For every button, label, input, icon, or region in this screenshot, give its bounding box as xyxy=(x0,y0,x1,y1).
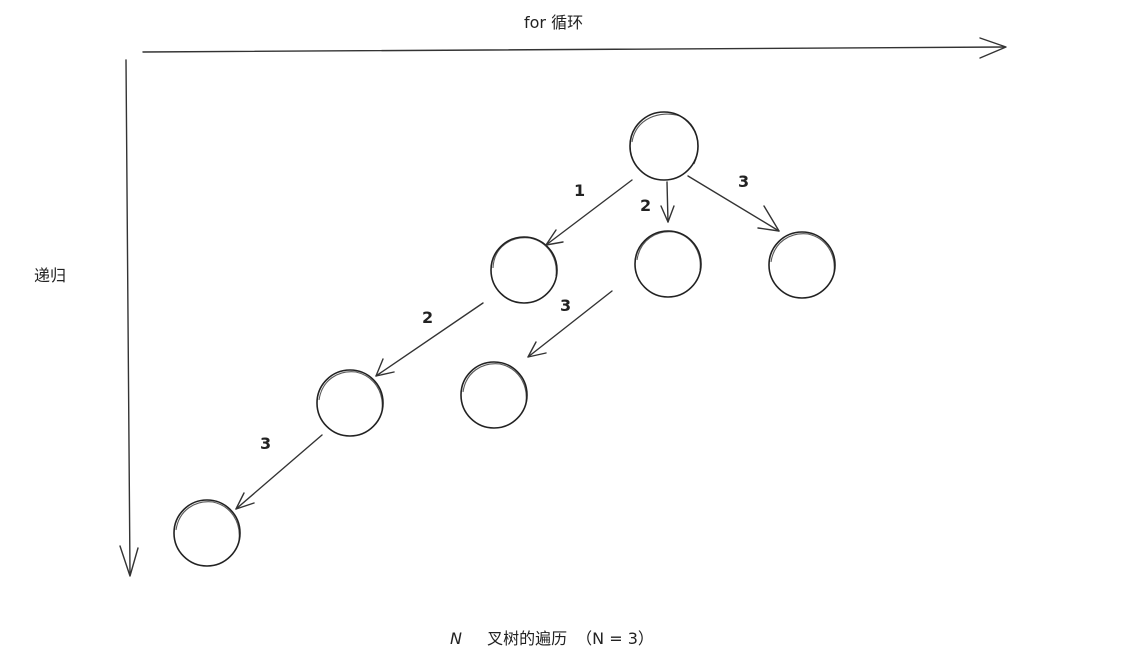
tree-node-child-2 xyxy=(634,230,702,298)
edge-root-to-child-3 xyxy=(687,175,780,232)
edge-root-to-child-1 xyxy=(545,179,633,246)
tree-node-great-grandchild-3 xyxy=(173,499,241,567)
edge-grandchild-2-to-great-grandchild-3 xyxy=(235,434,323,510)
edge-child-2-to-grandchild-3 xyxy=(527,290,613,358)
tree-node-root xyxy=(629,111,699,181)
tree-node-grandchild-2 xyxy=(316,369,384,437)
recursion-axis-label: 递归 xyxy=(34,266,66,285)
tree-node-child-3 xyxy=(768,231,836,299)
caption-formula: （N = 3） xyxy=(576,629,654,648)
caption-text: 叉树的遍历 xyxy=(487,629,567,648)
tree-node-child-1 xyxy=(490,236,558,304)
edge-label-root-child-2: 2 xyxy=(640,196,651,215)
tree-node-grandchild-3 xyxy=(460,361,528,429)
caption-variable: N xyxy=(450,629,462,648)
for-loop-axis xyxy=(142,37,1007,59)
edge-label-root-child-1: 1 xyxy=(574,181,585,200)
edge-label-grandchild-2-great-3: 3 xyxy=(260,434,271,453)
recursion-axis xyxy=(119,59,139,577)
edge-root-to-child-2 xyxy=(660,181,675,223)
edge-label-child-1-grandchild-2: 2 xyxy=(422,308,433,327)
caption: N 叉树的遍历 （N = 3） xyxy=(450,629,654,648)
for-loop-axis-label: for 循环 xyxy=(524,13,583,32)
edge-child-1-to-grandchild-2 xyxy=(375,302,484,377)
edge-label-child-1-grandchild-3: 3 xyxy=(560,296,571,315)
edge-label-root-child-3: 3 xyxy=(738,172,749,191)
